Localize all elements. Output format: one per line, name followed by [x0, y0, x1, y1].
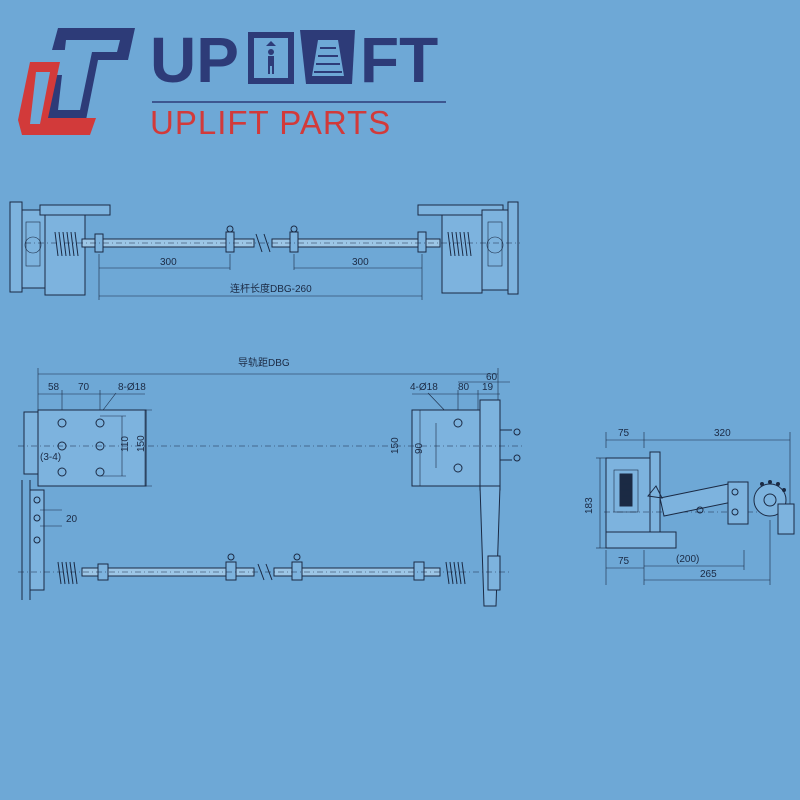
- logo-emblem-icon: [18, 28, 135, 135]
- top-dim-300-right: 300: [352, 257, 369, 268]
- dim-60: 60: [486, 372, 498, 383]
- holes-right-label: 4-Ø18: [410, 382, 438, 393]
- dim-80: 80: [458, 382, 470, 393]
- dim-gap: (3-4): [40, 452, 61, 463]
- side-dim-265: 265: [700, 569, 717, 580]
- lower-clamp-icon: [97, 553, 425, 581]
- top-view-drawing: 300 300 连杆长度DBG-260: [9, 201, 520, 300]
- side-view-drawing: 75 320 183: [584, 428, 795, 585]
- logo-wordmark-left: UP: [150, 24, 239, 96]
- rail-distance-label: 导轨距DBG: [238, 356, 290, 369]
- brand-logo: UP FT UPLIFT PARTS: [18, 24, 446, 141]
- logo-subtitle: UPLIFT PARTS: [150, 104, 391, 141]
- elevator-icon: [248, 32, 294, 84]
- dim-150-right: 150: [390, 437, 401, 454]
- dim-20: 20: [66, 514, 78, 525]
- side-dim-75-top: 75: [618, 428, 630, 439]
- dim-58: 58: [48, 382, 60, 393]
- rod-length-label: 连杆长度DBG-260: [230, 282, 312, 295]
- dim-150-left: 150: [136, 435, 147, 452]
- top-dim-300-left: 300: [160, 257, 177, 268]
- side-dim-320: 320: [714, 428, 731, 439]
- dim-70: 70: [78, 382, 90, 393]
- holes-left-label: 8-Ø18: [118, 382, 146, 393]
- logo-wordmark-right: FT: [360, 24, 438, 96]
- dim-19: 19: [482, 382, 494, 393]
- dim-90: 90: [414, 442, 425, 454]
- dim-110: 110: [120, 436, 131, 452]
- side-dim-183: 183: [584, 497, 595, 514]
- front-view-drawing: 导轨距DBG 60 58 70 8-Ø18 4-Ø18 80 19 1: [18, 356, 525, 607]
- wheel-bolt-icon: [760, 480, 786, 492]
- side-dim-75-bottom: 75: [618, 556, 630, 567]
- escalator-icon: [300, 30, 355, 84]
- side-dim-200: (200): [676, 554, 699, 565]
